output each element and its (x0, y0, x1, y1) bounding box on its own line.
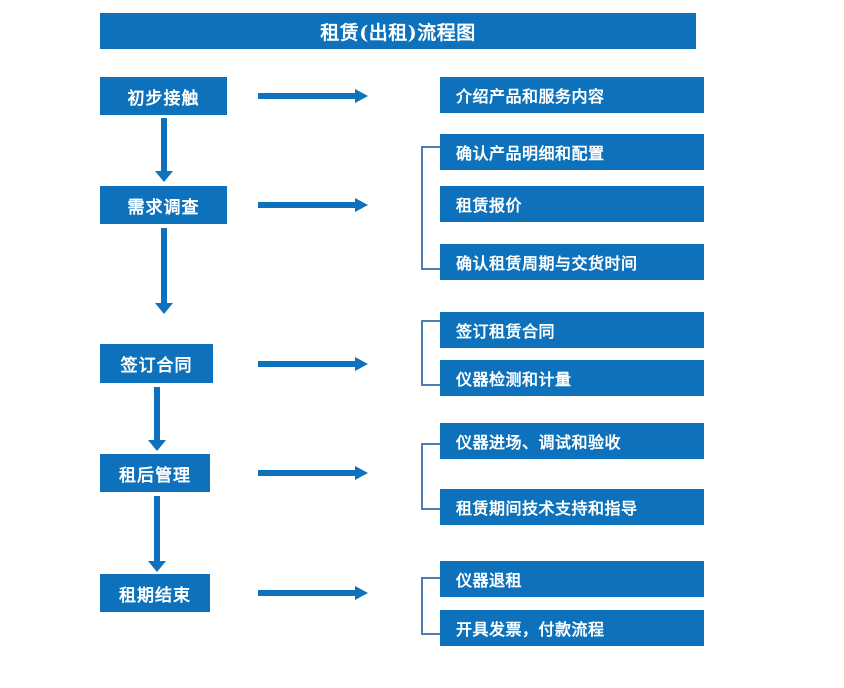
right-arrow-1 (258, 88, 368, 104)
stage-label-3: 签订合同 (120, 356, 193, 376)
down-arrow-1 (155, 118, 173, 182)
down-arrow-head-3 (148, 440, 166, 451)
detail-label-4-2: 租赁期间技术支持和指导 (456, 499, 638, 518)
detail-box-4-2[interactable]: 租赁期间技术支持和指导 (440, 489, 704, 525)
group-bracket-2 (421, 146, 440, 270)
stage-box-2[interactable]: 需求调查 (100, 186, 227, 224)
right-arrow-head-4 (355, 466, 368, 480)
detail-label-2-3: 确认租赁周期与交货时间 (456, 254, 638, 273)
down-arrow-shaft-2 (161, 228, 167, 303)
down-arrow-head-1 (155, 171, 173, 182)
down-arrow-head-2 (155, 303, 173, 314)
right-arrow-5 (258, 585, 368, 601)
detail-box-4-1[interactable]: 仪器进场、调试和验收 (440, 423, 704, 459)
detail-box-3-2[interactable]: 仪器检测和计量 (440, 360, 704, 396)
down-arrow-shaft-3 (154, 387, 160, 440)
detail-box-1-1[interactable]: 介绍产品和服务内容 (440, 77, 704, 113)
detail-label-3-2: 仪器检测和计量 (456, 370, 572, 389)
detail-label-5-2: 开具发票，付款流程 (456, 620, 605, 639)
detail-box-5-2[interactable]: 开具发票，付款流程 (440, 610, 704, 646)
right-arrow-head-2 (355, 198, 368, 212)
down-arrow-shaft-1 (161, 118, 167, 171)
stage-label-2: 需求调查 (127, 197, 200, 218)
stage-label-5: 租期结束 (119, 585, 191, 606)
right-arrow-shaft-4 (258, 470, 356, 476)
detail-box-2-1[interactable]: 确认产品明细和配置 (440, 134, 704, 170)
right-arrow-head-3 (355, 357, 368, 371)
diagram-title: 租赁(出租)流程图 (320, 21, 476, 44)
detail-box-2-3[interactable]: 确认租赁周期与交货时间 (440, 244, 704, 280)
group-bracket-4 (421, 443, 440, 510)
right-arrow-3 (258, 356, 368, 372)
detail-box-3-1[interactable]: 签订租赁合同 (440, 312, 704, 348)
detail-label-3-1: 签订租赁合同 (456, 322, 556, 341)
stage-label-1: 初步接触 (127, 88, 200, 109)
group-bracket-3 (421, 320, 440, 386)
down-arrow-3 (148, 387, 166, 451)
detail-box-2-2[interactable]: 租赁报价 (440, 186, 704, 222)
stage-label-4: 租后管理 (119, 465, 191, 486)
stage-box-4[interactable]: 租后管理 (100, 454, 210, 492)
right-arrow-4 (258, 465, 368, 481)
right-arrow-shaft-3 (258, 361, 356, 367)
diagram-title-banner: 租赁(出租)流程图 (100, 13, 696, 49)
down-arrow-head-4 (148, 561, 166, 572)
right-arrow-shaft-1 (258, 93, 356, 99)
detail-label-2-1: 确认产品明细和配置 (456, 144, 605, 163)
detail-label-2-2: 租赁报价 (456, 196, 523, 215)
right-arrow-2 (258, 197, 368, 213)
down-arrow-4 (148, 496, 166, 572)
right-arrow-head-5 (355, 586, 368, 600)
right-arrow-head-1 (355, 89, 368, 103)
down-arrow-shaft-4 (154, 496, 160, 561)
detail-label-5-1: 仪器退租 (456, 571, 523, 590)
group-bracket-5 (421, 577, 440, 635)
right-arrow-shaft-5 (258, 590, 356, 596)
stage-box-1[interactable]: 初步接触 (100, 77, 227, 115)
detail-box-5-1[interactable]: 仪器退租 (440, 561, 704, 597)
detail-label-1-1: 介绍产品和服务内容 (456, 87, 605, 106)
down-arrow-2 (155, 228, 173, 314)
detail-label-4-1: 仪器进场、调试和验收 (456, 433, 622, 452)
stage-box-3[interactable]: 签订合同 (100, 344, 213, 383)
right-arrow-shaft-2 (258, 202, 356, 208)
stage-box-5[interactable]: 租期结束 (100, 574, 210, 612)
